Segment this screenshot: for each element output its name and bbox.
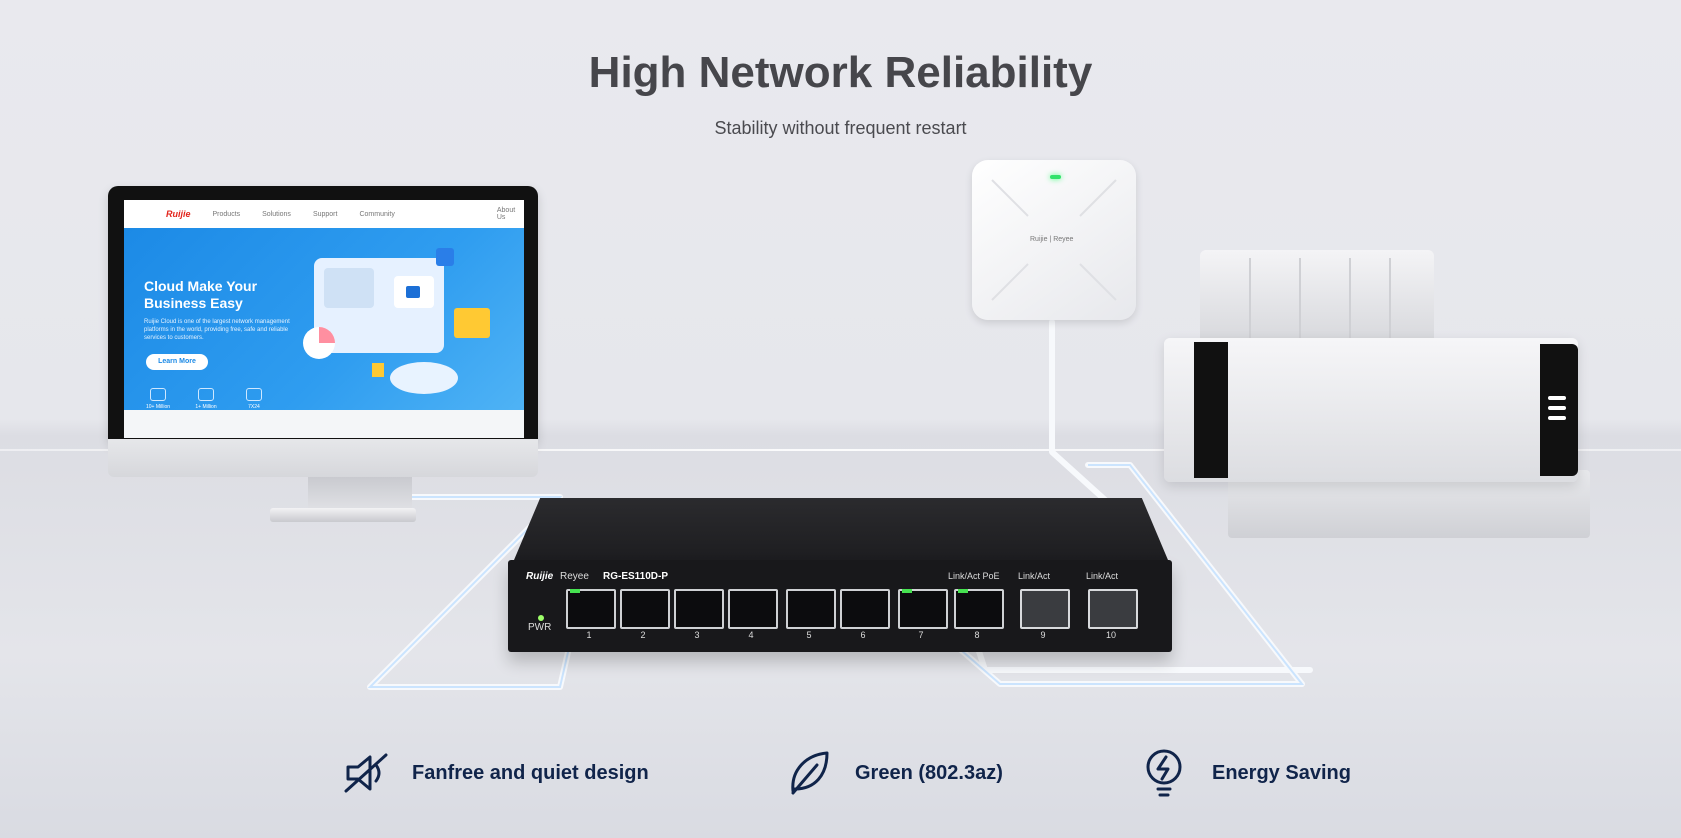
port-led xyxy=(570,589,580,593)
ethernet-port xyxy=(786,589,836,629)
printer-side-panel xyxy=(1194,342,1228,478)
user-icon xyxy=(198,388,214,401)
screen-nav-item: Products xyxy=(212,210,241,218)
ap-status-led xyxy=(1050,175,1061,179)
power-led xyxy=(538,615,544,621)
printer-side-panel xyxy=(1540,344,1578,476)
monitor-stand xyxy=(308,477,412,513)
monitor-screen: Ruijie Products Solutions Support Commun… xyxy=(124,200,524,438)
ethernet-port xyxy=(954,589,1004,629)
ethernet-port xyxy=(728,589,778,629)
switch-brand: Ruijie xyxy=(526,571,554,582)
desk-edge xyxy=(0,449,1681,451)
printer-tray-ribs xyxy=(1249,258,1391,338)
screen-nav-item: Support xyxy=(312,210,338,218)
power-label: PWR xyxy=(528,622,552,633)
port-number: 6 xyxy=(860,630,866,640)
lightbulb-bolt-icon xyxy=(1146,749,1182,797)
page-title: High Network Reliability xyxy=(588,48,1093,97)
feature-green: Green (802.3az) xyxy=(783,748,1003,798)
ethernet-port xyxy=(1088,589,1138,629)
leaf-icon xyxy=(791,751,829,795)
switch-sub-brand: Reyee xyxy=(560,571,589,582)
page-subtitle: Stability without frequent restart xyxy=(714,118,967,138)
ethernet-port xyxy=(840,589,890,629)
printer-button xyxy=(1548,396,1566,400)
fan-off-icon xyxy=(344,753,388,793)
ethernet-port xyxy=(1020,589,1070,629)
printer-paper-tray xyxy=(1200,250,1434,340)
screen-logo: Ruijie xyxy=(166,209,191,219)
port-led xyxy=(958,589,968,593)
monitor-foot xyxy=(270,508,416,522)
ap-panel-lines xyxy=(991,179,1117,301)
port-led xyxy=(902,589,912,593)
monitor-chin xyxy=(108,439,538,477)
port-number: 2 xyxy=(640,630,646,640)
screen-nav-item: About Us xyxy=(496,207,516,221)
port-number: 1 xyxy=(586,630,592,640)
port-number: 9 xyxy=(1040,630,1046,640)
ethernet-port xyxy=(898,589,948,629)
screen-hero: Cloud Make Your Business Easy Ruijie Clo… xyxy=(124,228,524,410)
printer-button xyxy=(1548,416,1566,420)
support-icon xyxy=(246,388,262,401)
screen-nav: Ruijie Products Solutions Support Commun… xyxy=(124,200,524,229)
feature-label: Fanfree and quiet design xyxy=(412,761,649,784)
screen-stat: 10+ Million xyxy=(138,388,178,410)
link-act-label: Link/Act xyxy=(1018,571,1051,581)
feature-label: Energy Saving xyxy=(1212,761,1351,784)
port-number: 7 xyxy=(918,630,924,640)
ap-brand: Ruijie | Reyee xyxy=(1030,236,1074,243)
screen-heading: Cloud Make Your Business Easy xyxy=(144,278,258,311)
poe-label: Link/Act PoE xyxy=(948,571,1000,581)
switch-model: RG-ES110D-P xyxy=(603,571,669,582)
port-number: 3 xyxy=(694,630,700,640)
screen-text: Ruijie Cloud is one of the largest netwo… xyxy=(144,319,290,341)
learn-more-button[interactable]: Learn More xyxy=(146,354,208,370)
ethernet-port xyxy=(620,589,670,629)
port-number: 10 xyxy=(1105,630,1116,640)
access-point xyxy=(972,160,1136,320)
screen-nav-item: Community xyxy=(359,210,395,218)
screen-stat: 7X24 xyxy=(234,388,274,410)
hero-illustration xyxy=(303,248,490,394)
ethernet-port xyxy=(566,589,616,629)
screen-footer xyxy=(124,410,524,438)
ethernet-port xyxy=(674,589,724,629)
port-number: 8 xyxy=(974,630,980,640)
port-number: 4 xyxy=(748,630,754,640)
feature-fanfree: Fanfree and quiet design xyxy=(340,748,649,798)
screen-nav-item: Solutions xyxy=(262,210,291,218)
printer xyxy=(1164,338,1578,482)
switch-top xyxy=(514,498,1168,560)
printer-button xyxy=(1548,406,1566,410)
link-act-label: Link/Act xyxy=(1086,571,1119,581)
feature-label: Green (802.3az) xyxy=(855,761,1003,784)
feature-energy: Energy Saving xyxy=(1140,748,1351,798)
cloud-icon xyxy=(150,388,166,401)
port-number: 5 xyxy=(806,630,812,640)
screen-stat: 1+ Million xyxy=(186,388,226,410)
